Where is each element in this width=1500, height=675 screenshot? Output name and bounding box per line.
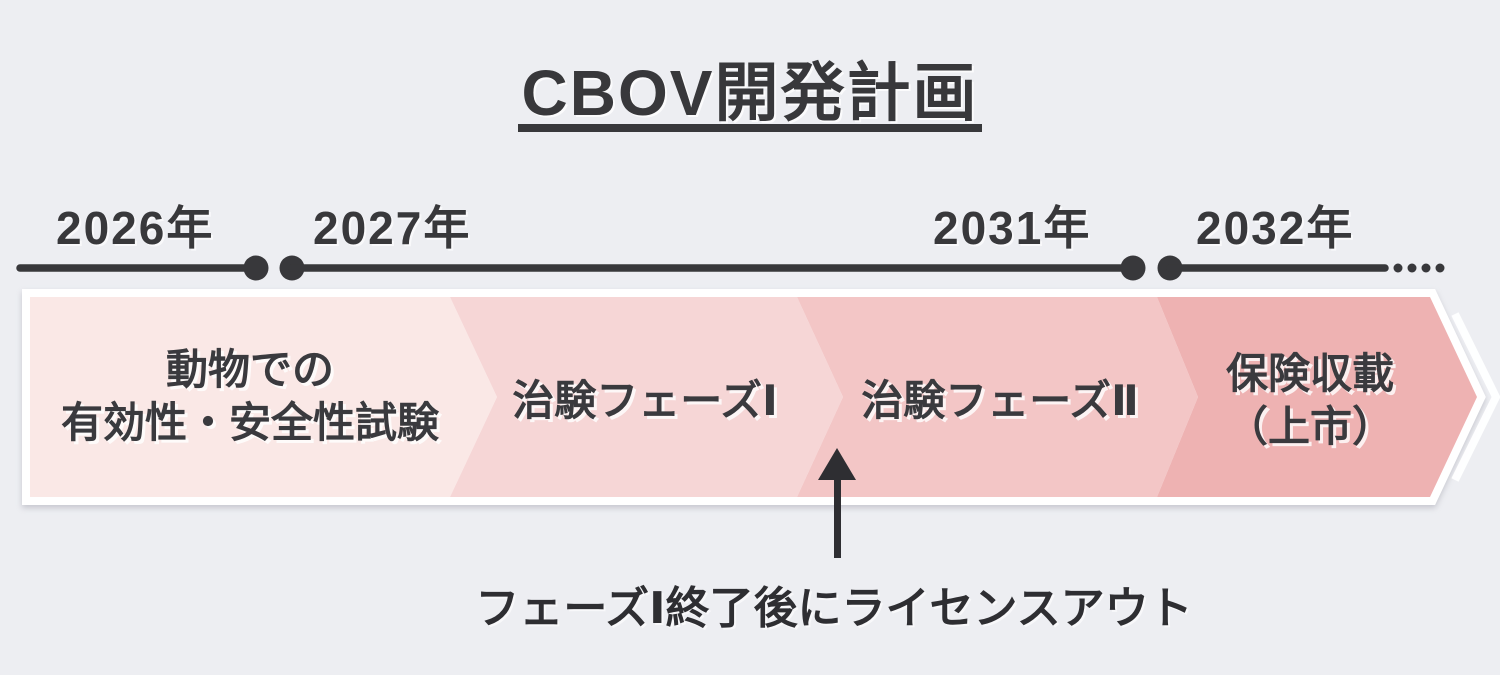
phase-label-line: 動物での bbox=[165, 346, 334, 393]
annotation-text: フェーズⅠ終了後にライセンスアウト bbox=[475, 584, 1193, 633]
year-label-2032: 2032年 bbox=[1196, 202, 1355, 254]
annotation-arrow-up-icon bbox=[818, 448, 856, 480]
phase-label-trial-phase-1: 治験フェーズⅠ bbox=[460, 374, 830, 427]
title-underline bbox=[518, 124, 982, 132]
page-title: CBOV開発計画 bbox=[521, 57, 979, 129]
year-label-2027: 2027年 bbox=[313, 202, 472, 254]
annotation-arrow-shaft bbox=[834, 476, 841, 558]
timeline-continuation-dots bbox=[1393, 263, 1445, 273]
phase-segment-1 bbox=[30, 297, 497, 497]
timeline bbox=[16, 255, 1445, 281]
phase-label-line: 保険収載 bbox=[1225, 350, 1394, 397]
phase-label-trial-phase-2: 治験フェーズⅡ bbox=[810, 374, 1190, 427]
phase-label-animal-testing: 動物での 有効性・安全性試験 bbox=[30, 343, 470, 450]
phase-arrow-band bbox=[22, 289, 1486, 505]
phase-label-line: 治験フェーズⅡ bbox=[861, 377, 1139, 424]
phase-label-line: 治験フェーズⅠ bbox=[512, 377, 778, 424]
timeline-dot bbox=[1120, 255, 1146, 281]
year-label-2026: 2026年 bbox=[56, 202, 215, 254]
timeline-dot bbox=[243, 255, 269, 281]
phase-segment-3 bbox=[797, 297, 1198, 497]
phase-label-line: （上市） bbox=[1225, 403, 1394, 451]
phase-label-line: 有効性・安全性試験 bbox=[60, 399, 439, 447]
phase-segment-4 bbox=[1157, 297, 1477, 497]
phase-segment-2 bbox=[450, 297, 843, 497]
phase-label-insurance-listing: 保険収載 （上市） bbox=[1170, 347, 1450, 454]
band-tip-accent-chevron bbox=[1451, 312, 1500, 482]
year-label-2031: 2031年 bbox=[933, 202, 1092, 254]
